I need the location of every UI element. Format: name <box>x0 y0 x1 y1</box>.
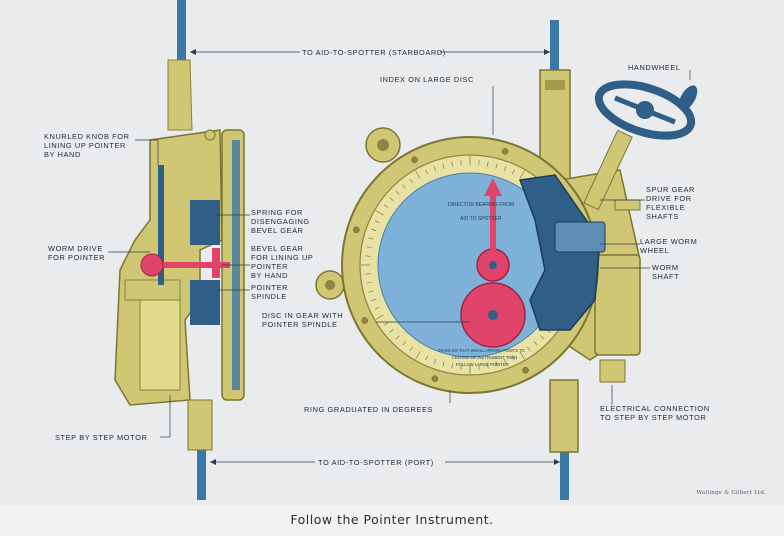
starboard-cable-right <box>550 20 559 70</box>
side-section-view <box>114 0 245 500</box>
label-electrical-2: TO STEP BY STEP MOTOR <box>600 413 706 422</box>
dial-text-3: TRAIN SO THAT SMALL ARROW POINTS TO <box>438 348 525 353</box>
label-knurled-knob-3: BY HAND <box>44 150 81 159</box>
port-cable-left <box>197 450 206 500</box>
dial-text-2: AID TO SPOTTER <box>460 216 502 222</box>
label-spring-1: SPRING FOR <box>251 208 303 217</box>
label-spur-gear-3: FLEXIBLE <box>646 203 685 212</box>
label-spring-3: BEVEL GEAR <box>251 226 304 235</box>
handwheel-rim <box>594 80 696 140</box>
label-disc-in-gear-1: DISC IN GEAR WITH <box>262 311 343 320</box>
printer-credit: Wallinge & Gilbert Ltd. <box>696 490 766 496</box>
dial-text-4: CENTRE OF INSTRUMENT THEN <box>452 355 517 360</box>
label-pointer-spindle-1: POINTER <box>251 283 288 292</box>
label-worm-shaft-1: WORM <box>652 263 679 272</box>
label-bevel-gear-1: BEVEL GEAR <box>251 244 304 253</box>
label-spur-gear-1: SPUR GEAR <box>646 185 695 194</box>
label-bevel-gear-3: POINTER <box>251 262 288 271</box>
label-step-motor: STEP BY STEP MOTOR <box>55 433 147 442</box>
port-cable-right <box>560 450 569 500</box>
label-spur-gear-2: DRIVE FOR <box>646 194 692 203</box>
label-bevel-gear-4: BY HAND <box>251 271 288 280</box>
label-ring-graduated: RING GRADUATED IN DEGREES <box>304 405 433 414</box>
label-spring-2: DISENGAGING <box>251 217 310 226</box>
label-large-worm-wheel-1: LARGE WORM <box>640 237 697 246</box>
label-pointer-spindle-2: SPINDLE <box>251 292 287 301</box>
label-handwheel: HANDWHEEL <box>628 63 681 72</box>
label-worm-drive-1: WORM DRIVE <box>48 244 103 253</box>
label-worm-shaft-2: SHAFT <box>652 272 679 281</box>
label-electrical-1: ELECTRICAL CONNECTION <box>600 404 710 413</box>
dial-text-5: FOLLOW LARGE POINTER <box>456 362 509 367</box>
label-to-aid-starboard: TO AID-TO-SPOTTER (STARBOARD) <box>302 48 446 57</box>
label-worm-drive-2: FOR POINTER <box>48 253 105 262</box>
label-knurled-knob-2: LINING UP POINTER <box>44 141 126 150</box>
label-large-worm-wheel-2: WHEEL <box>640 246 669 255</box>
label-to-aid-port: TO AID-TO-SPOTTER (PORT) <box>318 458 434 467</box>
label-index-on-disc: INDEX ON LARGE DISC <box>380 75 474 84</box>
labels: TO AID-TO-SPOTTER (STARBOARD) TO AID-TO-… <box>44 48 710 467</box>
spur-gear <box>554 221 606 253</box>
label-knurled-knob-1: KNURLED KNOB FOR <box>44 132 130 141</box>
label-spur-gear-4: SHAFTS <box>646 212 679 221</box>
leader-lines <box>108 49 691 465</box>
front-view <box>315 20 698 500</box>
pointer-arrow <box>484 178 502 196</box>
figure-caption: Follow the Pointer Instrument. <box>290 512 494 527</box>
label-bevel-gear-2: FOR LINING UP <box>251 253 313 262</box>
label-disc-in-gear-2: POINTER SPINDLE <box>262 320 338 329</box>
dial-text-1: DIRECTOR BEARING FROM <box>448 202 514 208</box>
diagram-illustration: TO AID-TO-SPOTTER (STARBOARD) TO AID-TO-… <box>44 0 710 500</box>
